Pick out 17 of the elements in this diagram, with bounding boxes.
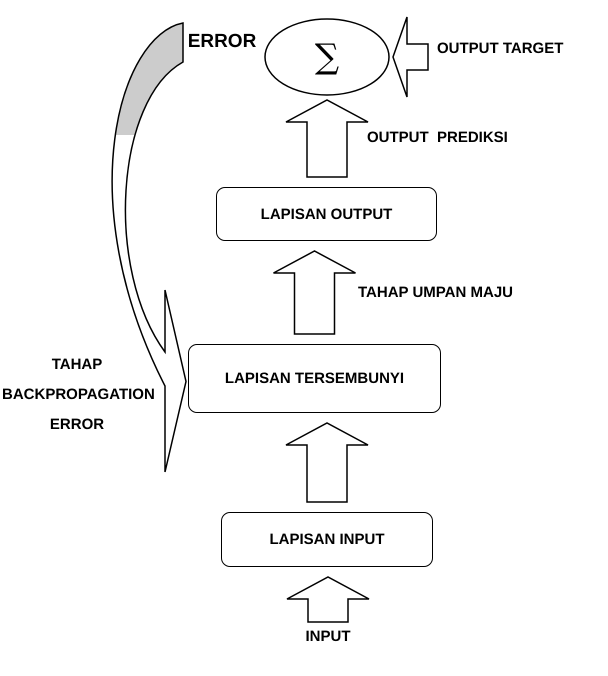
layer-box: [216, 187, 437, 241]
layer-label: LAPISAN OUTPUT: [260, 206, 392, 222]
block-arrow: [392, 16, 429, 98]
layer-box: [188, 344, 441, 413]
block-arrow: [272, 250, 356, 335]
block-arrow: [286, 576, 370, 623]
input-label: INPUT: [306, 628, 350, 644]
stage-label: TAHAP BACKPROPAGATION ERROR: [2, 355, 152, 435]
sigma-symbol: ∑: [314, 37, 340, 77]
layer-box: [221, 512, 433, 567]
summation-ellipse: [264, 18, 390, 96]
layer-label: LAPISAN INPUT: [269, 531, 384, 548]
block-arrow: [285, 422, 369, 503]
layer-label: LAPISAN TERSEMBUNYI: [224, 370, 404, 387]
block-arrow: [285, 99, 369, 178]
backpropagation-arrow: [111, 22, 187, 473]
error-label: ERROR: [188, 31, 256, 53]
